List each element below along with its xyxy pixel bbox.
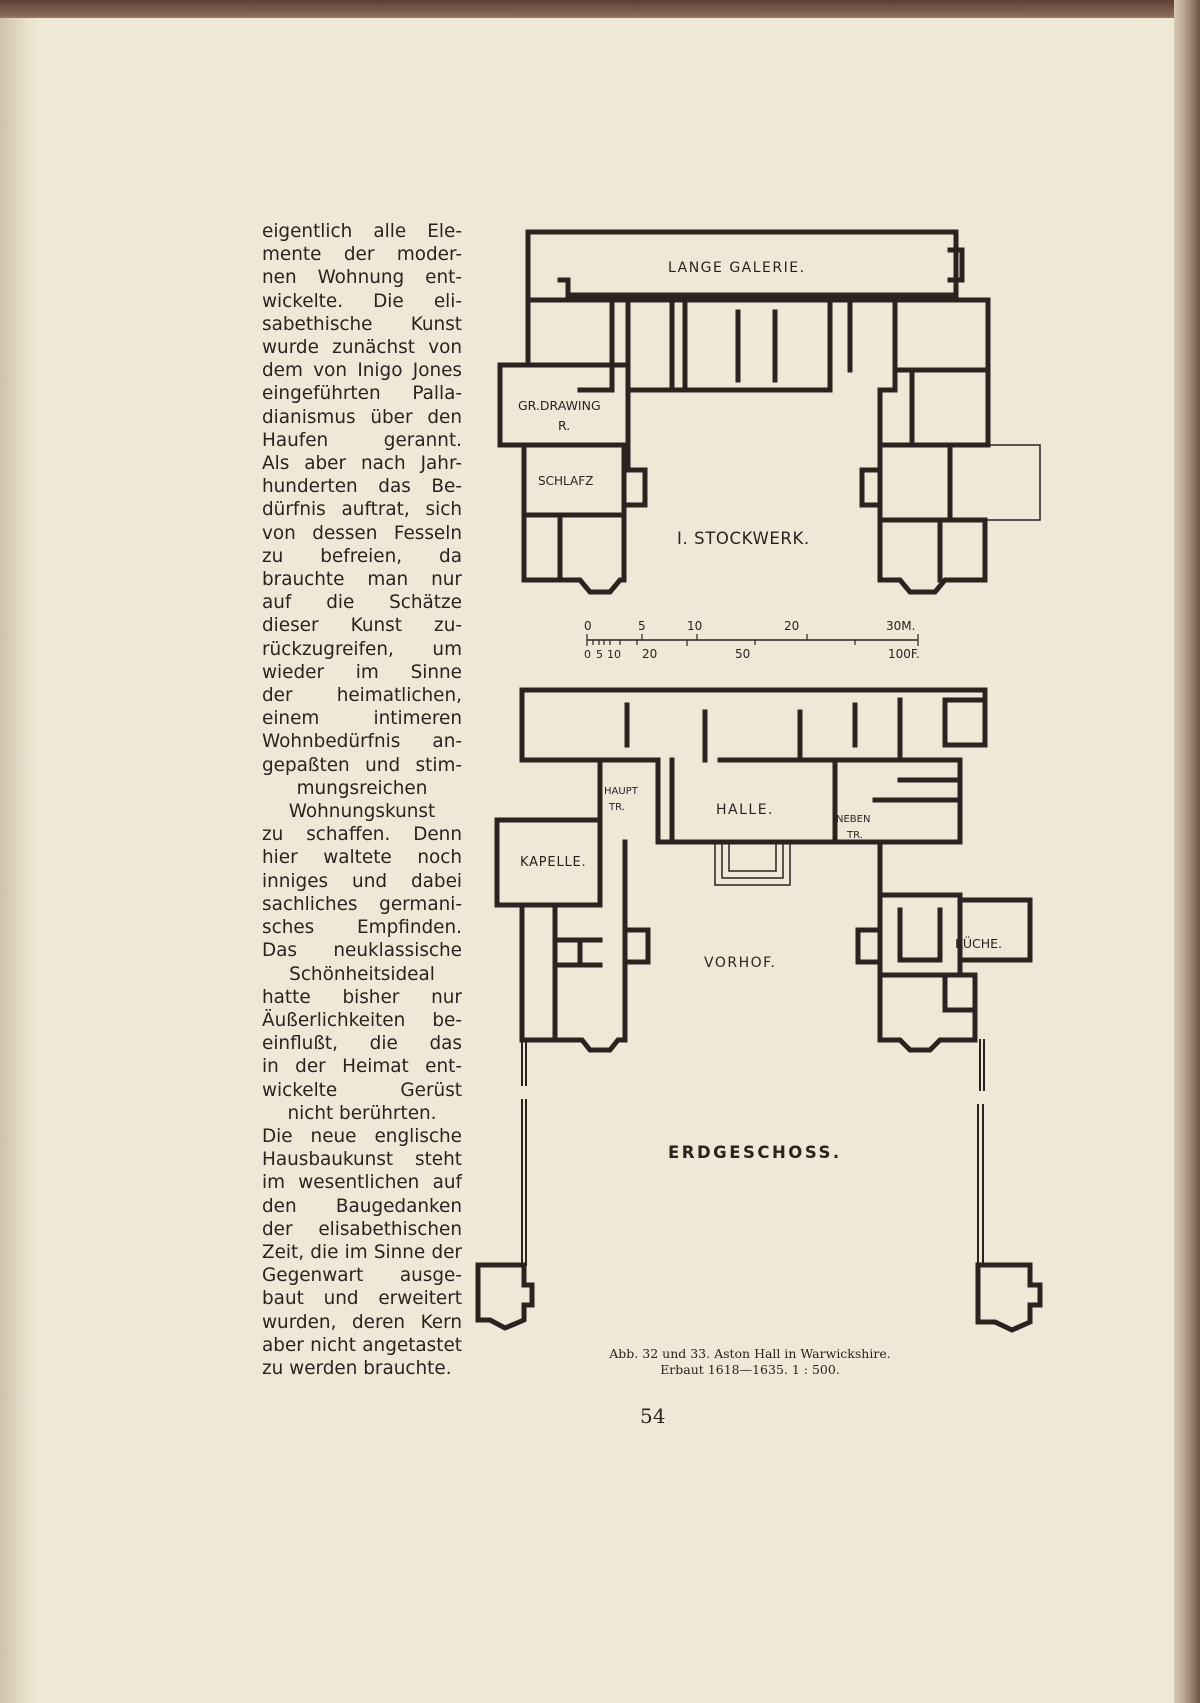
scale-f-50: 50: [735, 647, 750, 661]
label-haupt-line2: TR.: [608, 802, 625, 813]
body-text-line: der heimatlichen,: [262, 685, 462, 707]
body-text-line: mungsreichen: [296, 777, 428, 799]
body-text-line: Als aber nach Jahr-: [262, 453, 462, 475]
label-neben-line1: NEBEN: [836, 814, 870, 825]
label-kapelle: KAPELLE.: [520, 855, 586, 870]
scale-m-30: 30M.: [886, 619, 915, 633]
body-text-line: dianismus über den: [262, 406, 462, 428]
body-text-line: Haufen gerannt.: [262, 429, 462, 451]
plan-labels: LANGE GALERIE. GR.DRAWING R. SCHLAFZ I. …: [518, 260, 1002, 1162]
body-text-line: einem intimeren: [262, 708, 462, 730]
body-text-line: baut und erweitert: [262, 1288, 462, 1310]
scale-f-10: 10: [607, 648, 621, 661]
body-text-line: dem von Inigo Jones: [262, 360, 462, 382]
label-kuche: KÜCHE.: [955, 935, 1002, 951]
body-text-line: im wesentlichen auf: [262, 1172, 462, 1194]
page-gutter: [0, 18, 38, 1703]
caption-line-1: Abb. 32 und 33. Aston Hall in Warwickshi…: [609, 1346, 891, 1361]
upper-floor-plan-walls: [497, 229, 991, 595]
figure-caption: Abb. 32 und 33. Aston Hall in Warwickshi…: [560, 1346, 940, 1378]
scale-bar: [586, 634, 919, 646]
scale-m-10: 10: [687, 619, 702, 633]
lower-floor-plan-walls: [494, 687, 1033, 1053]
body-text-line: hatte bisher nur: [262, 986, 462, 1008]
scale-f-0: 0: [584, 648, 591, 661]
body-text-line: den Baugedanken: [262, 1195, 462, 1217]
body-text-line: sches Empfinden.: [262, 917, 462, 939]
body-text-line: brauchte man nur: [262, 569, 462, 591]
body-text-line: auf die Schätze: [262, 592, 462, 614]
label-stockwerk: I. STOCKWERK.: [677, 529, 810, 548]
label-gr-drawing-line2: R.: [558, 418, 570, 433]
scale-m-0: 0: [584, 619, 592, 633]
entrance-steps: [714, 841, 791, 886]
label-vorhof: VORHOF.: [704, 955, 776, 971]
body-text-line: eingeführten Palla-: [262, 383, 462, 405]
body-text-line: Die neue englische: [262, 1125, 462, 1147]
body-text-line: von dessen Fesseln: [262, 522, 462, 544]
body-text-line: Äußerlichkeiten be-: [262, 1009, 462, 1031]
gate-lodges: [475, 1262, 1043, 1333]
label-halle: HALLE.: [716, 802, 774, 818]
body-text-line: in der Heimat ent-: [262, 1056, 462, 1078]
body-text-line: nicht berührten.: [287, 1102, 437, 1124]
body-text-line: Zeit, die im Sinne der: [262, 1241, 462, 1263]
scale-m-20: 20: [784, 619, 799, 633]
body-text-line: Wohnbedürfnis an-: [262, 731, 462, 753]
body-text-line: rückzugreifen, um: [262, 638, 462, 660]
body-text-line: hunderten das Be-: [262, 476, 462, 498]
body-text-line: der elisabethischen: [262, 1218, 462, 1240]
body-text-line: sachliches germani-: [262, 893, 462, 915]
body-text-line: sabethische Kunst: [262, 313, 462, 335]
label-lange-galerie: LANGE GALERIE.: [668, 260, 806, 276]
body-text-line: zu befreien, da: [262, 545, 462, 567]
scale-f-5: 5: [596, 648, 603, 661]
body-text-line: inniges und dabei: [262, 870, 462, 892]
scale-f-100: 100F.: [888, 647, 920, 661]
body-text-line: wurde zunächst von: [262, 337, 462, 359]
body-text-line: Gegenwart ausge-: [262, 1265, 462, 1287]
body-text-line: zu schaffen. Denn: [262, 824, 462, 846]
page-number: 54: [640, 1404, 666, 1428]
body-text-line: Wohnungskunst: [288, 801, 436, 823]
body-text-line: zu werden brauchte.: [262, 1357, 452, 1379]
caption-line-2: Erbaut 1618—1635. 1 : 500.: [660, 1362, 840, 1377]
body-text-line: Das neuklassische: [262, 940, 462, 962]
body-text-line: einflußt, die das: [262, 1033, 462, 1055]
body-text-line: wurden, deren Kern: [262, 1311, 462, 1333]
label-schlafz: SCHLAFZ: [538, 474, 593, 488]
body-text-line: wickelte. Die eli-: [262, 290, 462, 312]
label-neben-line2: TR.: [846, 830, 863, 841]
body-text-line: aber nicht angetastet: [262, 1334, 462, 1356]
body-text-line: gepaßten und stim-: [262, 754, 462, 776]
body-text-line: dürfnis auftrat, sich: [262, 499, 462, 521]
scale-m-5: 5: [638, 619, 646, 633]
body-text-line: Schönheitsideal: [289, 963, 435, 985]
scale-f-20: 20: [642, 647, 657, 661]
label-haupt-line1: HAUPT: [604, 786, 639, 797]
body-text-line: hier waltete noch: [262, 847, 462, 869]
body-text-line: wickelte Gerüst: [262, 1079, 462, 1101]
body-text-line: wieder im Sinne: [262, 661, 462, 683]
forecourt-walls: [521, 1039, 985, 1266]
label-gr-drawing-line1: GR.DRAWING: [518, 398, 601, 413]
body-text-line: Hausbaukunst steht: [262, 1149, 462, 1171]
body-text-line: eigentlich alle Ele-: [262, 221, 462, 242]
body-text-column: eigentlich alle Ele-mente der moder-nen …: [262, 220, 462, 1380]
label-erdgeschoss: ERDGESCHOSS.: [668, 1143, 842, 1162]
book-edge-right: [1174, 0, 1200, 1703]
body-text-line: mente der moder-: [262, 244, 462, 266]
body-text-line: nen Wohnung ent-: [262, 267, 462, 289]
body-text-line: dieser Kunst zu-: [262, 615, 462, 637]
